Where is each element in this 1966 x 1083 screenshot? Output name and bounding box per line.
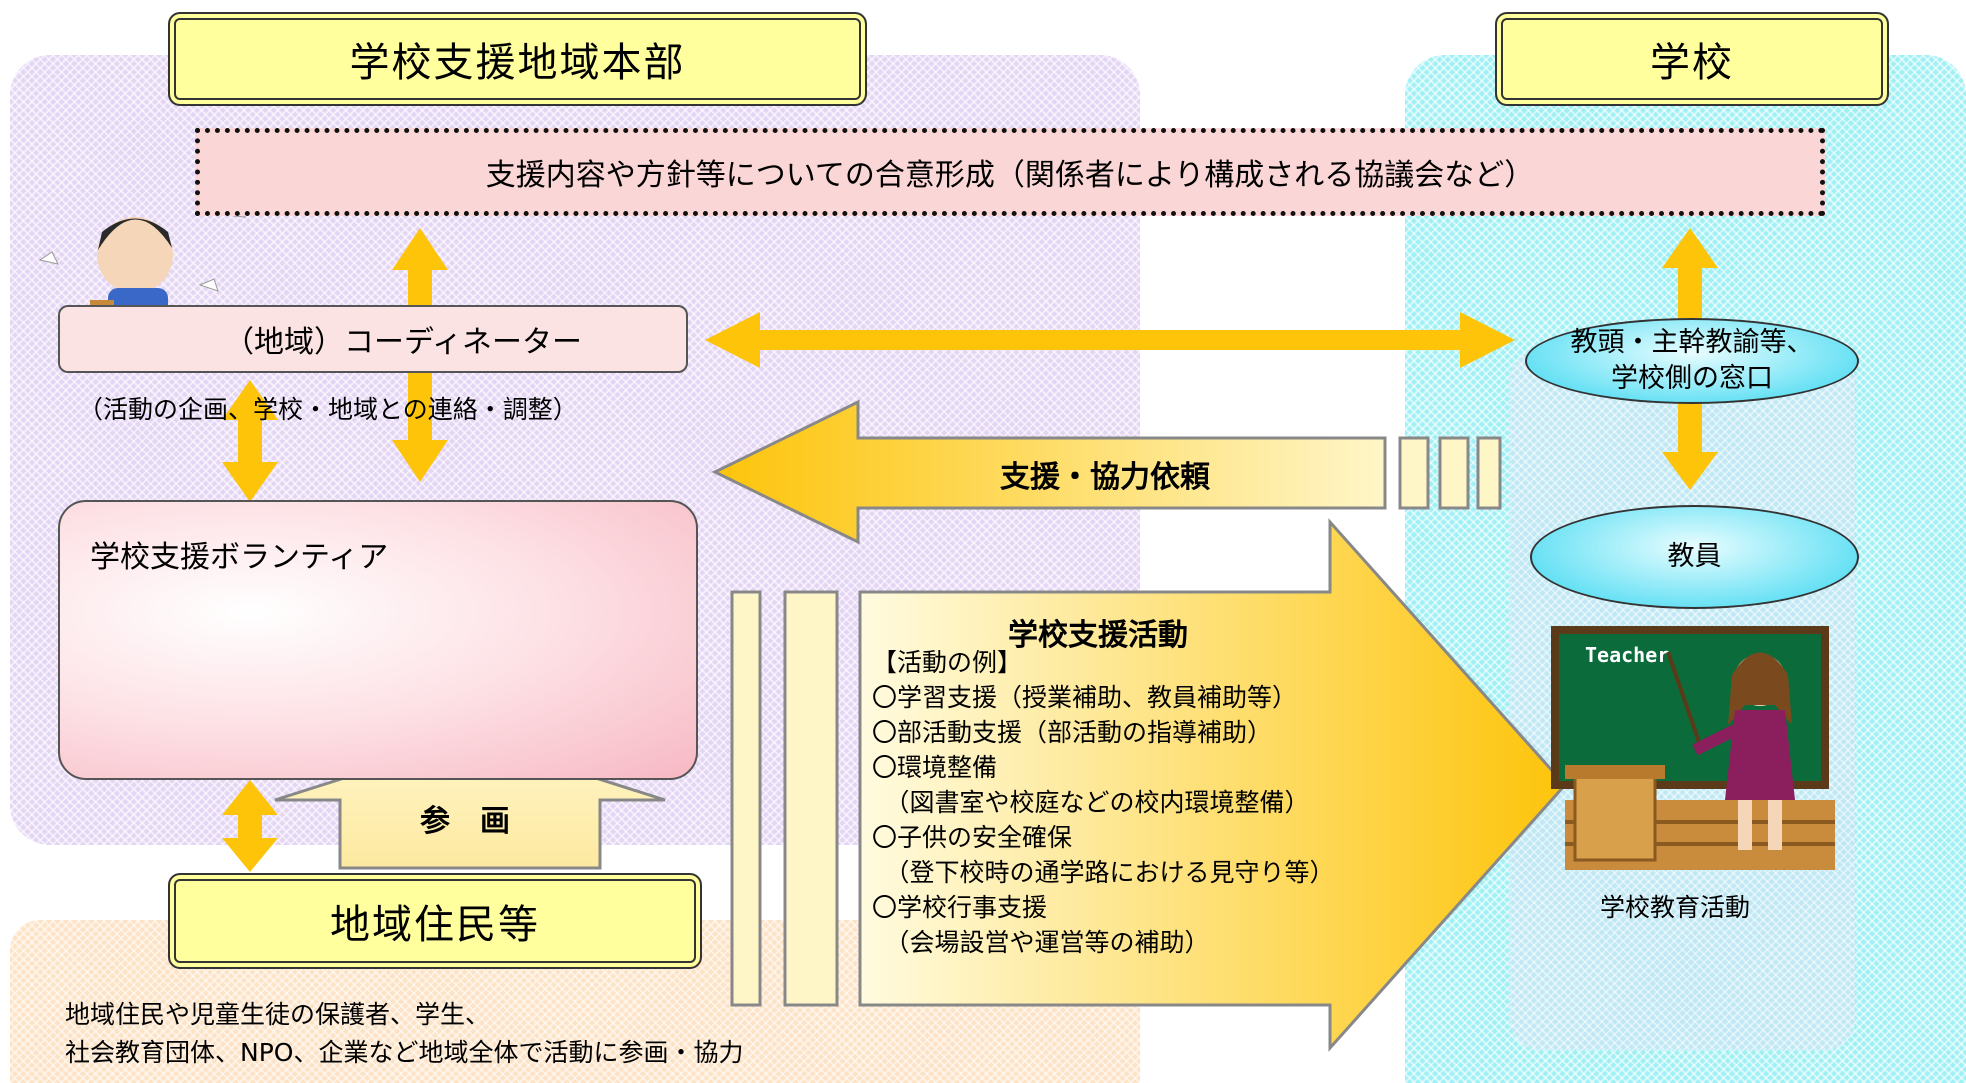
- contact-teachers-double-arrow: [1662, 400, 1718, 490]
- region-hq-header: 学校支援地域本部: [168, 12, 867, 106]
- volunteer-box: [58, 500, 698, 780]
- volunteer-residents-double-arrow: [222, 780, 278, 872]
- school-contact-line1: 教頭・主幹教諭等、: [1570, 327, 1814, 358]
- residents-desc-line2: 社会教育団体、NPO、企業など地域全体で活動に参画・協力: [65, 1038, 744, 1067]
- school-contact-line2: 学校側の窓口: [1611, 363, 1773, 394]
- classroom-illustration: Teacher: [1551, 626, 1835, 870]
- school-contact-ellipse: 教頭・主幹教諭等、 学校側の窓口: [1525, 318, 1859, 404]
- activity-item: 〇学習支援（授業補助、教員補助等）: [872, 683, 1298, 712]
- teacher-board-text: Teacher: [1585, 643, 1669, 667]
- residents-header: 地域住民等: [168, 873, 702, 969]
- school-education-label: 学校教育活動: [1600, 893, 1751, 922]
- coordinator-volunteer-double-arrow: [222, 380, 278, 502]
- activities-list: 【活動の例】 〇学習支援（授業補助、教員補助等） 〇部活動支援（部活動の指導補助…: [872, 645, 1335, 960]
- activities-title: 学校支援活動: [1008, 618, 1188, 653]
- residents-desc-line1: 地域住民や児童生徒の保護者、学生、: [65, 1000, 491, 1029]
- school-header: 学校: [1495, 12, 1889, 106]
- coordinator-box: （地域）コーディネーター: [58, 305, 688, 373]
- activity-item: 〇部活動支援（部活動の指導補助）: [872, 718, 1273, 747]
- coordinator-label: （地域）コーディネーター: [224, 325, 582, 360]
- activity-item: 〇環境整備: [872, 753, 998, 782]
- activity-item: （会場設営や運営等の補助）: [872, 928, 1210, 957]
- school-area: [1405, 55, 1966, 1083]
- activities-arrow: [730, 518, 1568, 1052]
- request-arrow: [711, 399, 1502, 545]
- coordinator-role: （活動の企画、学校・地域との連絡・調整）: [78, 395, 578, 424]
- activities-examples-header: 【活動の例】: [872, 648, 1023, 677]
- consensus-box: 支援内容や方針等についての合意形成（関係者により構成される協議会など）: [195, 128, 1825, 216]
- school-consensus-arrow: [1662, 228, 1718, 318]
- request-label: 支援・協力依頼: [1000, 460, 1210, 495]
- activity-item: 〇子供の安全確保: [872, 823, 1073, 852]
- activity-item: （登下校時の通学路における見守り等）: [872, 858, 1335, 887]
- teachers-ellipse: 教員: [1530, 505, 1859, 609]
- coordinator-school-double-arrow: [705, 312, 1515, 368]
- activity-item: （図書室や校庭などの校内環境整備）: [872, 788, 1310, 817]
- volunteer-label: 学校支援ボランティア: [90, 540, 389, 575]
- activity-item: 〇学校行事支援: [872, 893, 1048, 922]
- participation-label: 参 画: [420, 804, 510, 839]
